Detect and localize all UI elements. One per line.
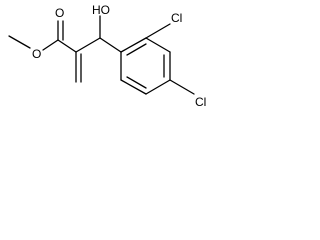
bond-ring-chloro-para bbox=[169, 79, 195, 95]
bond-carbinol-ring bbox=[99, 37, 122, 53]
bond-ring-chloro-ortho bbox=[145, 23, 171, 39]
bonds bbox=[8, 15, 195, 95]
carbonyl-oxygen-label: O bbox=[55, 6, 64, 20]
ring-bond-1-2 bbox=[120, 37, 147, 53]
chloro-ortho-label: Cl bbox=[171, 11, 182, 25]
ring-inner-double-1 bbox=[126, 43, 147, 56]
bond-alpha-carbinol bbox=[75, 37, 101, 53]
ester-oxygen-label: O bbox=[32, 47, 41, 61]
ring-inner-double-3 bbox=[126, 76, 147, 89]
ring-bond-2-3 bbox=[145, 37, 171, 53]
hydroxyl-label: HO bbox=[92, 3, 110, 17]
bond-carbonyl-alpha bbox=[57, 39, 77, 53]
ring-bond-5-6 bbox=[120, 79, 147, 95]
bond-ester-oxygen-carbonyl-carbon bbox=[42, 39, 59, 51]
ring-bond-4-5 bbox=[145, 79, 171, 95]
atom-labels: O O HO Cl Cl bbox=[32, 3, 206, 109]
molecule-diagram: O O HO Cl Cl bbox=[8, 3, 206, 109]
chloro-para-label: Cl bbox=[195, 95, 206, 109]
bond-methyl-ester-oxygen bbox=[8, 35, 31, 49]
